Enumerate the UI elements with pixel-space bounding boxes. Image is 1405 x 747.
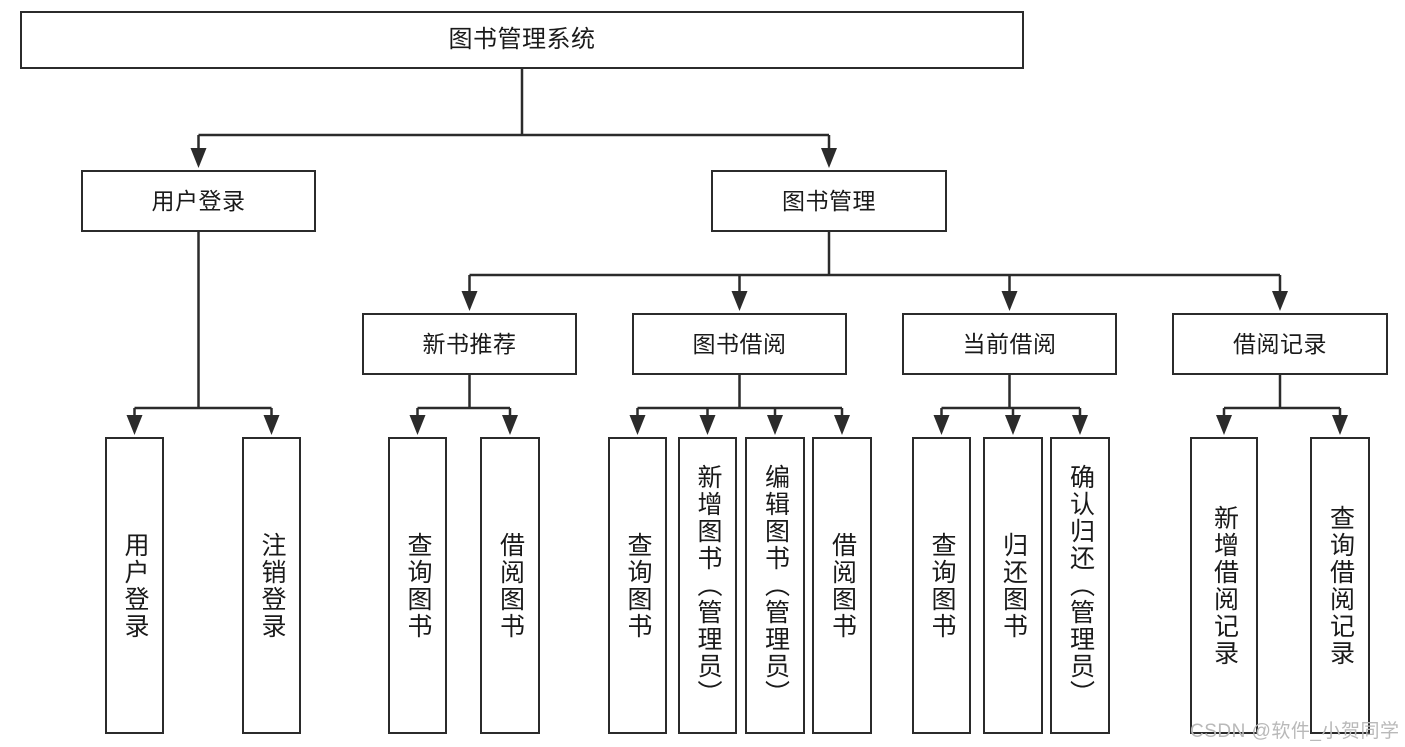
node-label: 查询图书 (404, 531, 432, 640)
node-root-图书管理系统: 图书管理系统 (20, 11, 1024, 69)
node-leaf-用户登录: 用户登录 (105, 437, 164, 734)
node-level3-图书借阅: 图书借阅 (632, 313, 847, 375)
node-leaf-注销登录: 注销登录 (242, 437, 301, 734)
node-label: 图书管理系统 (448, 26, 596, 54)
node-level2-用户登录: 用户登录 (81, 170, 316, 232)
node-label: 借阅记录 (1233, 330, 1327, 357)
node-label: 新书推荐 (422, 330, 517, 357)
node-leaf-查询图书: 查询图书 (608, 437, 667, 734)
node-leaf-归还图书: 归还图书 (983, 437, 1043, 734)
node-label: 查询借阅记录 (1326, 504, 1355, 667)
node-leaf-新增图书管理员: 新增图书（管理员） (678, 437, 737, 734)
node-label: 图书管理 (782, 187, 876, 214)
node-leaf-借阅图书: 借阅图书 (480, 437, 540, 734)
node-label: 编辑图书（管理员） (761, 464, 790, 707)
node-label: 当前借阅 (962, 330, 1057, 357)
node-level2-图书管理: 图书管理 (711, 170, 947, 232)
node-label: 图书借阅 (692, 330, 787, 357)
node-label: 新增借阅记录 (1210, 504, 1239, 667)
node-leaf-查询借阅记录: 查询借阅记录 (1310, 437, 1370, 734)
csdn-watermark: CSDN @软件_小贺同学 (1190, 721, 1400, 742)
node-label: 借阅图书 (496, 531, 525, 640)
node-leaf-确认归还管理员: 确认归还（管理员） (1050, 437, 1110, 734)
node-leaf-新增借阅记录: 新增借阅记录 (1190, 437, 1258, 734)
node-label: 新增图书（管理员） (694, 464, 722, 707)
node-label: 归还图书 (999, 531, 1028, 640)
node-leaf-编辑图书管理员: 编辑图书（管理员） (745, 437, 805, 734)
node-label: 查询图书 (624, 531, 652, 640)
node-label: 注销登录 (258, 531, 286, 640)
node-label: 用户登录 (151, 187, 246, 214)
node-label: 查询图书 (928, 531, 956, 640)
node-level3-借阅记录: 借阅记录 (1172, 313, 1388, 375)
node-level3-新书推荐: 新书推荐 (362, 313, 577, 375)
node-level3-当前借阅: 当前借阅 (902, 313, 1117, 375)
node-leaf-查询图书: 查询图书 (388, 437, 447, 734)
node-leaf-查询图书: 查询图书 (912, 437, 971, 734)
node-label: 确认归还（管理员） (1066, 464, 1095, 707)
node-leaf-借阅图书: 借阅图书 (812, 437, 872, 734)
node-label: 用户登录 (121, 531, 149, 640)
node-label: 借阅图书 (828, 531, 857, 640)
